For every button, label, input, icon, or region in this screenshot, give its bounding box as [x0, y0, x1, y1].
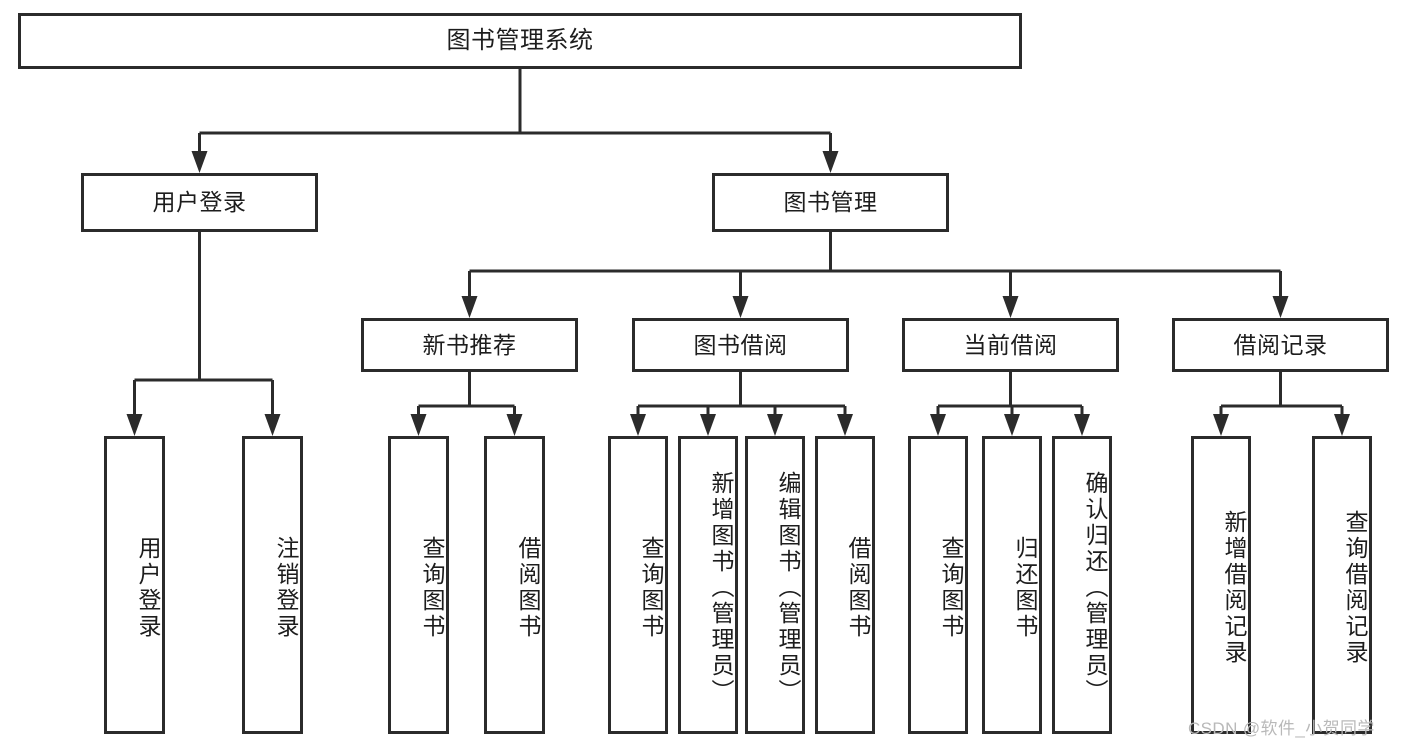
node-box-book-management[interactable] — [712, 173, 949, 232]
arrow-head-icon — [506, 414, 523, 436]
node-box-book-borrow[interactable] — [632, 318, 849, 372]
arrow-head-icon — [461, 296, 478, 318]
arrow-head-icon — [822, 151, 839, 173]
node-box-records-query-record[interactable] — [1312, 436, 1372, 734]
arrow-head-icon — [837, 414, 853, 436]
arrow-head-icon — [1272, 296, 1289, 318]
node-box-borrow-records[interactable] — [1172, 318, 1389, 372]
boxes-layer — [18, 13, 1389, 734]
node-box-borrow-borrow-book[interactable] — [815, 436, 875, 734]
arrow-head-icon — [732, 296, 749, 318]
node-box-recommend-borrow-book[interactable] — [484, 436, 545, 734]
watermark-text: CSDN @软件_小贺同学 — [1188, 719, 1375, 738]
arrow-head-icon — [1213, 414, 1229, 436]
arrow-head-icon — [410, 414, 427, 436]
node-box-new-book-recommend[interactable] — [361, 318, 578, 372]
arrow-head-icon — [191, 151, 208, 173]
arrow-head-icon — [700, 414, 716, 436]
node-box-borrow-query-book[interactable] — [608, 436, 668, 734]
arrow-head-icon — [630, 414, 646, 436]
arrow-head-icon — [930, 414, 946, 436]
arrow-head-icon — [1334, 414, 1350, 436]
node-box-current-query-book[interactable] — [908, 436, 968, 734]
node-box-root[interactable] — [18, 13, 1022, 69]
node-box-current-confirm-return[interactable] — [1052, 436, 1112, 734]
node-box-records-add-record[interactable] — [1191, 436, 1251, 734]
arrow-head-icon — [1004, 414, 1020, 436]
connectors-layer — [126, 69, 1350, 436]
arrow-head-icon — [1074, 414, 1090, 436]
arrow-head-icon — [1002, 296, 1019, 318]
node-box-user-login-leaf[interactable] — [104, 436, 165, 734]
node-box-recommend-query-book[interactable] — [388, 436, 449, 734]
arrow-head-icon — [264, 414, 281, 436]
node-box-current-return-book[interactable] — [982, 436, 1042, 734]
arrow-head-icon — [126, 414, 143, 436]
node-box-borrow-edit-book[interactable] — [745, 436, 805, 734]
node-box-user-login[interactable] — [81, 173, 318, 232]
node-box-borrow-add-book[interactable] — [678, 436, 738, 734]
node-box-current-borrow[interactable] — [902, 318, 1119, 372]
arrow-head-icon — [767, 414, 783, 436]
node-box-user-logout-leaf[interactable] — [242, 436, 303, 734]
